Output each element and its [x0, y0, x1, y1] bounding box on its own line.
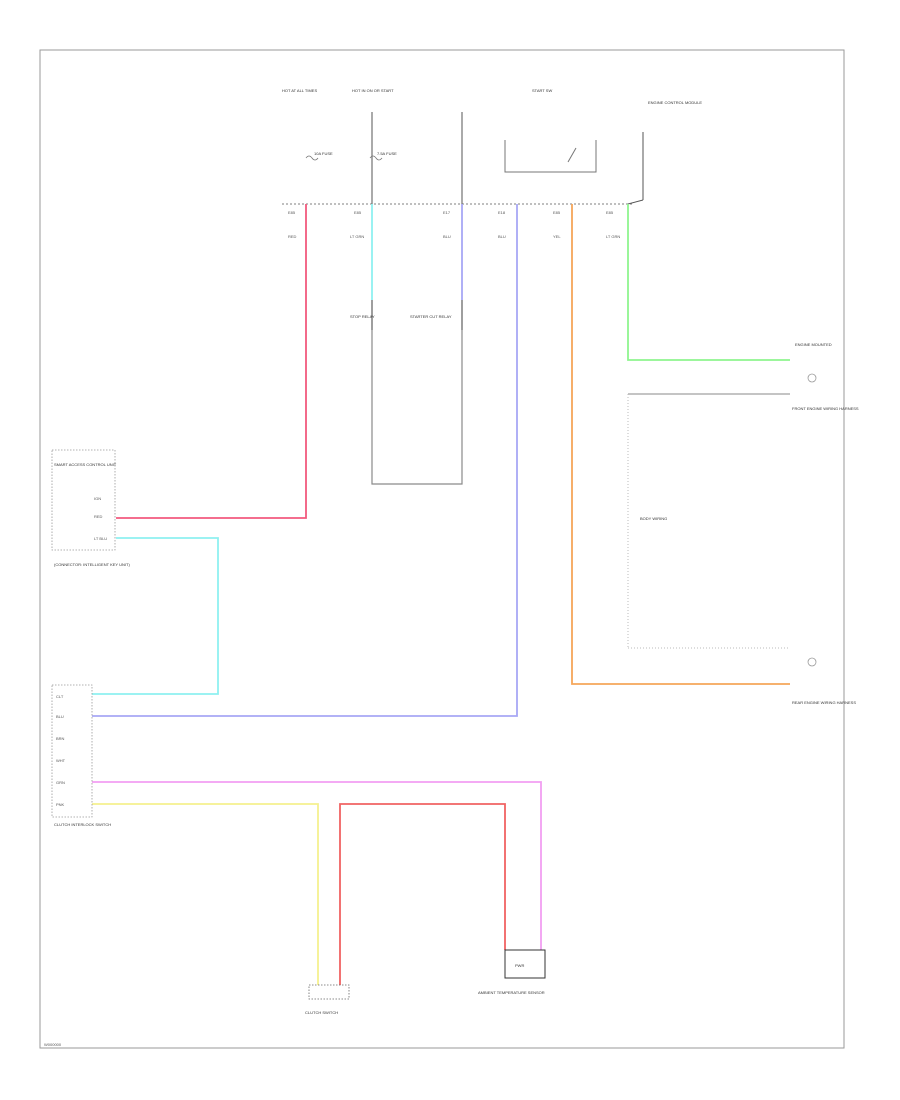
- engine-mounted-sensor: [807, 373, 817, 383]
- bottom-module-pin-6: PNK: [56, 802, 65, 807]
- relay-loop-wire: [371, 300, 463, 485]
- diagram-frame: [39, 49, 845, 1049]
- label-hot-in-on-or-start: HOT IN ON OR START: [352, 88, 394, 93]
- label-start-switch: START SW: [532, 88, 552, 93]
- wire-color-5: YEL: [553, 234, 561, 239]
- right-conn-bottom: REAR ENGINE WIRING HARNESS: [792, 700, 856, 705]
- bottom-module-title: CLUTCH INTERLOCK SWITCH: [54, 822, 111, 827]
- right-conn-mid: BODY WIRING: [640, 516, 667, 521]
- wire-red: [116, 204, 307, 519]
- label-fuse-left: 10A FUSE: [314, 151, 333, 156]
- footer-code: W000000: [44, 1042, 62, 1047]
- connector-code-5: E85: [553, 210, 561, 215]
- start-switch-bracket: [504, 140, 597, 173]
- label-ambient-sensor: AMBIENT TEMPERATURE SENSOR: [478, 990, 545, 995]
- ecm-link: [627, 199, 644, 205]
- bottom-module-pin-2: BLU: [56, 714, 64, 719]
- bottom-module-pin-5: GRN: [56, 780, 65, 785]
- connector-code-3: E17: [443, 210, 451, 215]
- right-conn-top-sub: FRONT ENGINE WIRING HARNESS: [792, 406, 859, 411]
- connector-code-2: E85: [354, 210, 362, 215]
- wire-color-3: BLU: [443, 234, 451, 239]
- label-relay-left: STOP RELAY: [350, 314, 375, 319]
- wire-color-1: RED: [288, 234, 297, 239]
- wire-orange: [571, 204, 790, 685]
- label-relay-right: STARTER CUT RELAY: [410, 314, 452, 319]
- fuse-left-symbol: [305, 155, 319, 161]
- bottom-module-pin-3: BRN: [56, 736, 65, 741]
- bottom-module-pin-1: CLT: [56, 694, 64, 699]
- wire-red-bottom: [339, 803, 506, 985]
- left-module-pin-3: LT BLU: [94, 536, 107, 541]
- smart-access-unit-box: [51, 449, 116, 551]
- wire-cyan-left: [92, 537, 219, 695]
- connector-code-4: E18: [498, 210, 506, 215]
- label-clutch-switch: CLUTCH SWITCH: [305, 1010, 338, 1015]
- connector-code-1: E85: [288, 210, 296, 215]
- wire-color-6: LT GRN: [606, 234, 620, 239]
- start-switch-contact: [567, 147, 577, 163]
- left-module-pin-2: RED: [94, 514, 103, 519]
- ambient-sensor-box-label: PWR: [515, 963, 524, 968]
- wire-color-2: LT GRN: [350, 234, 364, 239]
- wire-blue: [92, 204, 518, 717]
- left-module-footer: (CONNECTOR: INTELLIGENT KEY UNIT): [54, 562, 130, 567]
- label-fuse-right: 7.5A FUSE: [377, 151, 397, 156]
- fuse-right-symbol: [369, 155, 383, 161]
- clutch-interlock-box: [51, 684, 93, 818]
- connector-code-6: E85: [606, 210, 614, 215]
- clutch-switch-body: [308, 984, 350, 1000]
- wire-green: [627, 204, 790, 361]
- wire-color-4: BLU: [498, 234, 506, 239]
- bottom-module-pin-4: WHT: [56, 758, 66, 763]
- label-ecm: ENGINE CONTROL MODULE: [648, 100, 702, 105]
- rear-sensor: [807, 657, 817, 667]
- left-module-title: SMART ACCESS CONTROL UNIT: [54, 462, 117, 467]
- left-module-pin-1: IGN: [94, 496, 101, 501]
- ambient-sensor-box: [504, 949, 546, 979]
- label-hot-at-all-times: HOT AT ALL TIMES: [282, 88, 317, 93]
- wire-yellow: [92, 803, 319, 985]
- wire-magenta: [92, 781, 542, 950]
- right-conn-top: ENGINE MOUNTED: [795, 342, 832, 347]
